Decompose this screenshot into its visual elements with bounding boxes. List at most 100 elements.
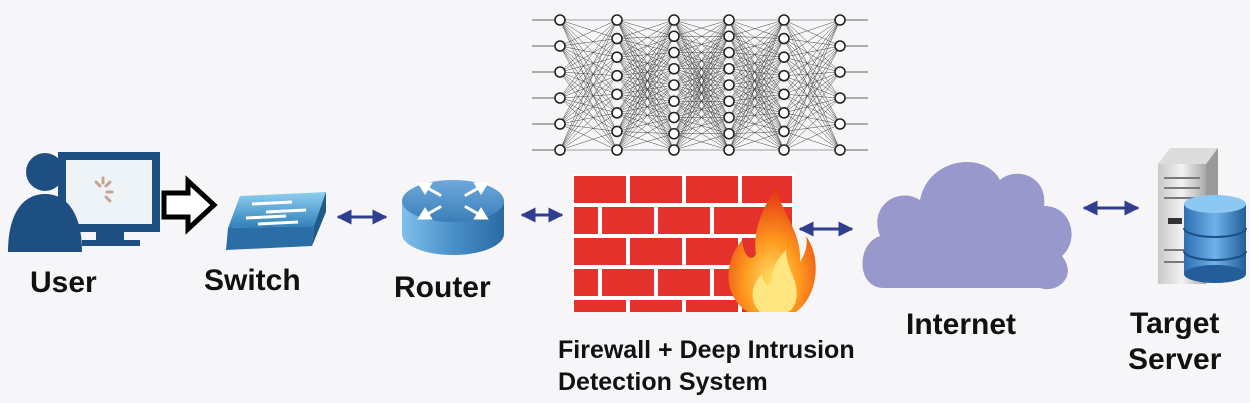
nn-node [723,127,735,140]
nn-edge [616,56,675,86]
nn-edge [728,19,785,37]
nn-edge [616,94,675,151]
nn-edge [728,36,785,58]
nn-node [778,51,790,63]
nn-edge [783,123,841,132]
nn-edge [559,71,618,132]
nn-edge [728,52,785,95]
nn-node [723,46,735,59]
nn-node [554,92,566,104]
nn-edge [559,19,618,95]
nn-edge [728,75,785,151]
nn-edge [616,112,675,134]
nn-edge [559,97,618,114]
nn-edge [728,19,785,69]
nn-edge [616,36,675,76]
nn-edge [783,71,841,151]
nn-edge [673,117,730,151]
nn-edge [783,45,841,58]
nn-edge [559,38,618,47]
nn-node [778,88,790,101]
nn-edge [616,36,675,95]
nn-edge [616,75,675,134]
nn-edge [728,84,785,114]
nn-edge [559,38,618,151]
nn-edge [559,19,618,125]
nn-edge [728,19,785,134]
nn-node [834,14,846,26]
nn-edge [559,71,618,76]
nn-node [611,88,623,101]
nn-edge [616,57,675,151]
nn-edge [559,19,618,73]
nn-edge [783,97,841,114]
nn-edge [616,68,675,114]
nn-node [554,14,566,26]
nn-edge [673,19,730,86]
nn-edge [728,56,785,118]
nn-edge [559,112,618,151]
nn-edge [616,133,675,151]
nn-edge [616,19,675,76]
nn-edge [728,57,785,151]
nn-edge [728,68,785,151]
nn-edge [616,36,675,113]
nn-node [554,118,566,130]
nn-edge [673,68,730,151]
nn-edge [616,84,675,151]
label-firewall-line2: Detection System [558,368,768,396]
nn-edge [728,75,785,102]
nn-edge [728,101,785,114]
nn-node [611,32,623,45]
nn-edge [616,19,675,118]
nn-edge [783,38,841,99]
nn-edge [559,19,618,132]
nn-edge [616,117,675,151]
nn-edge [616,101,675,114]
nn-node [554,66,566,78]
nn-edge [728,68,785,95]
nn-edge [616,84,675,95]
nn-node [834,92,846,104]
nn-edge [559,38,618,99]
nn-edge [559,19,618,113]
nn-node [668,62,680,75]
nn-edge [728,52,785,132]
nn-edge [728,38,785,53]
nn-edge [616,36,675,151]
nn-edge [728,117,785,132]
nn-edge [728,94,785,118]
nn-node [611,69,623,82]
nn-edge [616,84,675,114]
user-icon [8,152,160,252]
nn-edge [616,38,675,69]
nn-edge [559,19,618,76]
nn-edge [616,19,675,86]
nn-edge [559,112,618,125]
nn-edge [673,19,730,69]
nn-edge [616,38,675,102]
nn-edge [783,19,841,95]
nn-node [668,95,680,108]
nn-node [723,79,735,91]
nn-edge [728,36,785,132]
nn-edge [559,56,618,125]
nn-edge [559,19,618,39]
nn-edge [783,75,841,151]
nn-edge [673,36,730,151]
label-internet: Internet [906,308,1017,341]
nn-edge [728,19,785,53]
nn-edge [616,19,675,53]
nn-edge [783,38,841,151]
nn-edge [728,94,785,151]
nn-edge [559,75,618,99]
nn-edge [783,56,841,99]
nn-edge [616,36,675,39]
nn-edge [673,84,730,151]
nn-edge [728,52,785,58]
nn-edge [673,101,730,151]
nn-edge [728,19,785,86]
nn-edge [559,94,618,99]
nn-node [723,62,735,75]
nn-edge [616,101,675,151]
